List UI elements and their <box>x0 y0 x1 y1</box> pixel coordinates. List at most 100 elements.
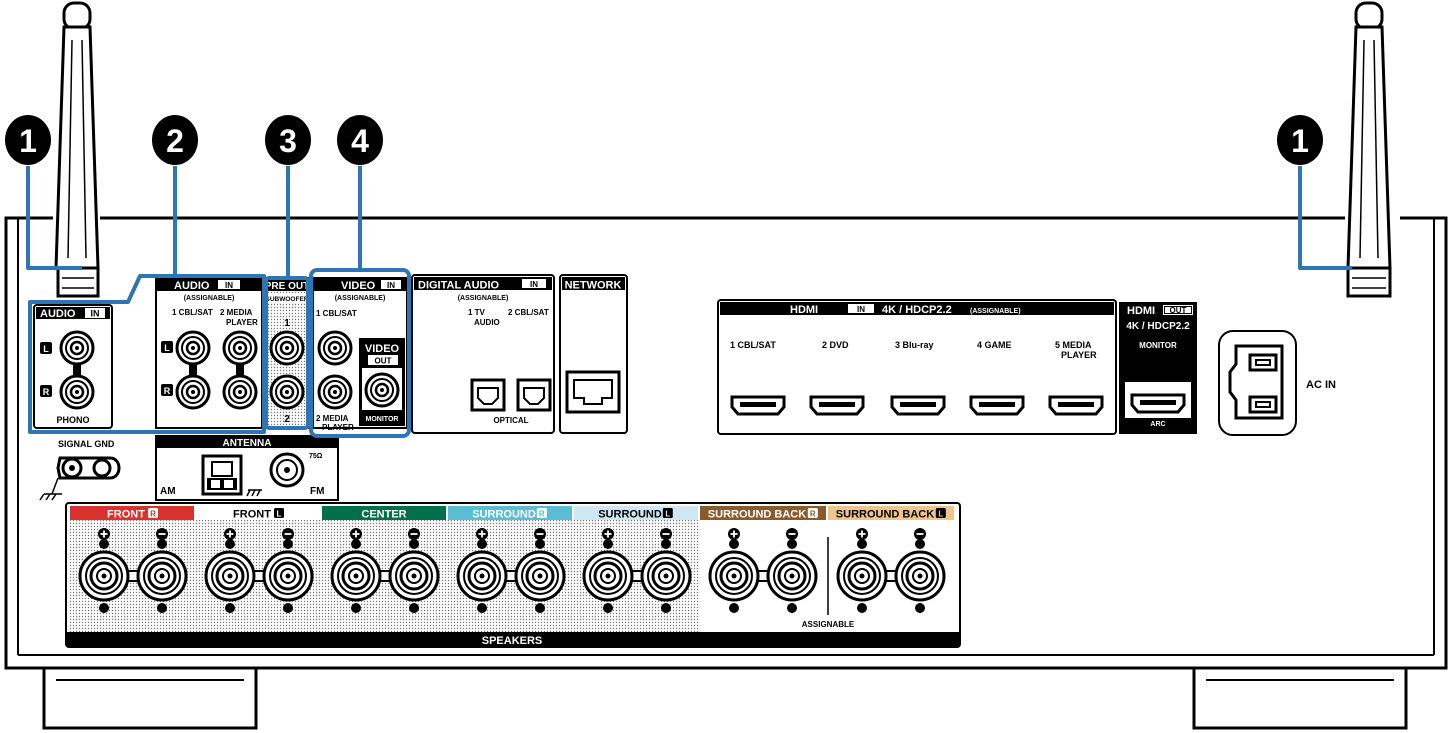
audio-in-2-r-jack <box>222 374 258 410</box>
phono-label: PHONO <box>56 415 89 425</box>
video-out-monitor-jack <box>364 372 400 408</box>
audio-in-l: L <box>164 343 170 353</box>
speakers-label: SPEAKERS <box>482 635 543 647</box>
hdmi-in-1: 1 CBL/SAT <box>730 340 776 350</box>
pre-out-subwoofer: SUBWOOFER <box>266 296 309 303</box>
antenna-panel: ANTENNA AM 75Ω FM <box>155 435 339 501</box>
antenna-title: ANTENNA <box>223 438 272 449</box>
audio-in-tag: IN <box>225 281 233 290</box>
hdmi-out-arc: ARC <box>1150 421 1165 428</box>
video-panel: VIDEO IN (ASSIGNABLE) 1 CBL/SAT 2 MEDIA … <box>312 277 408 432</box>
speaker-group-label: SURROUND <box>598 509 662 521</box>
audio-in-2-l-jack <box>222 330 258 366</box>
pre-out-panel: PRE OUT SUBWOOFER 1 2 <box>265 277 309 429</box>
antenna-ohm: 75Ω <box>309 453 323 460</box>
hdmi-in-2: 2 DVD <box>822 340 849 350</box>
pre-out-title: PRE OUT <box>265 281 309 292</box>
video-out-tag: OUT <box>375 357 392 366</box>
chassis <box>4 216 1448 730</box>
network-title: NETWORK <box>565 280 622 292</box>
leader-1-right <box>1298 166 1352 270</box>
phono-in-tag: IN <box>91 309 100 319</box>
video-in-ch2: 2 MEDIA <box>316 414 349 423</box>
digital-audio-tag: IN <box>530 280 538 289</box>
callout-3-text: 3 <box>279 123 297 159</box>
speaker-channel-tag-bg <box>807 508 818 518</box>
antenna-am: AM <box>160 486 176 497</box>
pre-out-1-label: 1 <box>284 318 290 329</box>
hdmi-out-panel: HDMI OUT 4K / HDCP2.2 MONITOR ARC <box>1119 302 1197 434</box>
speaker-channel-tag-bg <box>935 508 946 518</box>
subwoofer-2-jack <box>269 374 305 410</box>
digital-audio-panel: DIGITAL AUDIO IN (ASSIGNABLE) 1 TV AUDIO… <box>411 274 555 434</box>
hdmi-in-5: 5 MEDIA <box>1055 340 1092 350</box>
video-in-ch2b: PLAYER <box>322 423 354 432</box>
video-in-tag: IN <box>387 281 395 290</box>
network-panel: NETWORK <box>559 274 628 434</box>
hdmi-in-tag: IN <box>857 305 865 314</box>
hdmi-out-spec: 4K / HDCP2.2 <box>1126 321 1190 332</box>
audio-in-ch2: 2 MEDIA <box>220 308 253 317</box>
audio-in-panel: AUDIO IN (ASSIGNABLE) 1 CBL/SAT 2 MEDIA … <box>155 277 263 429</box>
hdmi-out-title: HDMI <box>1127 305 1155 317</box>
speaker-group-label: FRONT <box>233 509 271 521</box>
subwoofer-1-jack <box>269 330 305 366</box>
speaker-group-label: SURROUND BACK <box>708 509 806 521</box>
callouts: 1 2 3 4 1 <box>5 115 1323 165</box>
network-jack <box>573 379 613 405</box>
signal-gnd: SIGNAL GND <box>39 439 121 501</box>
phono-l-label: L <box>43 344 49 354</box>
speaker-group-label: CENTER <box>361 509 406 521</box>
audio-in-ch2b: PLAYER <box>226 318 258 327</box>
speaker-channel-tag: R <box>539 510 545 519</box>
hdmi-in-5b: PLAYER <box>1061 350 1097 360</box>
callout-2-text: 2 <box>166 123 184 159</box>
callout-1-right-text: 1 <box>1291 123 1309 159</box>
hdmi-out-tag: OUT <box>1170 306 1187 315</box>
video-in-ch1: 1 CBL/SAT <box>316 309 357 318</box>
hdmi-in-assignable: (ASSIGNABLE) <box>970 308 1021 315</box>
audio-in-title: AUDIO <box>174 280 210 292</box>
callout-4-text: 4 <box>351 123 369 159</box>
highlight-2 <box>28 274 266 434</box>
callout-1-left-text: 1 <box>19 123 37 159</box>
speaker-group-label: FRONT <box>107 509 145 521</box>
hdmi-in-spec: 4K / HDCP2.2 <box>882 304 952 316</box>
digital-audio-assignable: (ASSIGNABLE) <box>458 295 509 302</box>
speaker-channel-tag: R <box>150 510 156 519</box>
hdmi-in-2-port <box>809 395 865 416</box>
speaker-channel-tag-bg <box>274 508 284 518</box>
phono-l-jack <box>59 330 95 366</box>
hdmi-in-1-port <box>730 395 786 416</box>
signal-gnd-label: SIGNAL GND <box>58 439 115 449</box>
speaker-channel-tag-bg <box>536 508 547 518</box>
speaker-group-1: FRONT R <box>70 506 194 615</box>
leader-1-left <box>26 166 82 270</box>
antenna-fm: FM <box>310 486 324 497</box>
assignable-label: ASSIGNABLE <box>802 620 855 629</box>
speaker-group-label: SURROUND BACK <box>836 509 934 521</box>
speaker-channel-tag: R <box>810 510 816 519</box>
phono-r-jack <box>59 374 95 410</box>
audio-in-r: R <box>164 386 171 396</box>
speaker-group-label: SURROUND <box>472 509 536 521</box>
audio-in-1-l-jack <box>175 330 211 366</box>
hdmi-in-3: 3 Blu-ray <box>895 340 934 350</box>
video-in-assignable: (ASSIGNABLE) <box>335 295 386 302</box>
ac-in-label: AC IN <box>1306 379 1336 391</box>
digital-audio-ch2: 2 CBL/SAT <box>508 308 549 317</box>
digital-audio-ch1: 1 TV <box>468 308 486 317</box>
audio-in-ch1: 1 CBL/SAT <box>172 308 213 317</box>
right-antenna <box>1346 1 1392 298</box>
phono-title: AUDIO <box>40 308 76 320</box>
pre-out-2-label: 2 <box>284 414 290 425</box>
ac-in: AC IN <box>1218 330 1336 436</box>
digital-audio-title: DIGITAL AUDIO <box>418 280 500 292</box>
speaker-channel-tag: L <box>665 510 670 519</box>
